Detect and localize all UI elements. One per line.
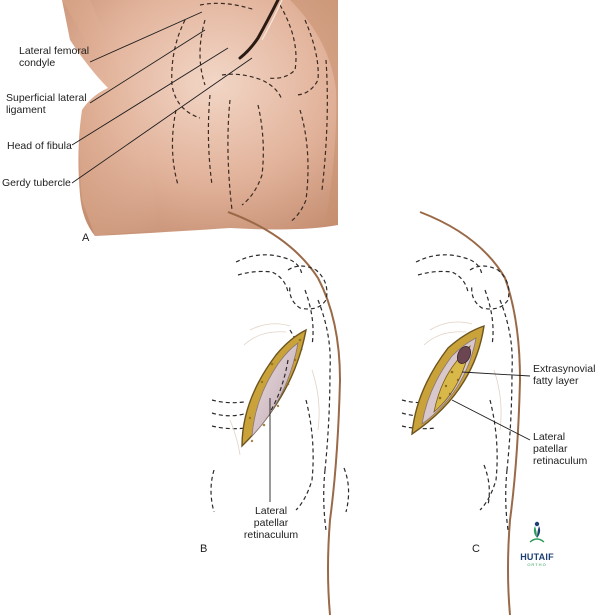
panel-c-limb-outline <box>419 211 522 615</box>
panel-a-label: A <box>82 232 90 244</box>
label-lateral-femoral-condyle: Lateral femoral condyle <box>19 45 90 69</box>
leader-head-of-fibula <box>71 47 229 146</box>
leader-gerdy-tubercle <box>71 57 253 184</box>
logo-subtitle: ORTHO <box>527 562 547 567</box>
panel-c-synovium <box>456 346 472 364</box>
leader-lateral-femoral-condyle <box>89 11 203 63</box>
label-superficial-lateral-ligament: Superficial lateral ligament <box>6 92 87 116</box>
panel-b-drawing <box>210 211 350 615</box>
panel-c-label: C <box>472 543 480 555</box>
label-extrasynovial-fatty-layer: Extrasynovial fatty layer <box>533 363 596 387</box>
leader-panel-c-retinaculum <box>451 399 531 441</box>
hutaif-logo-mark <box>529 521 545 543</box>
panel-a-drawing <box>62 0 338 236</box>
panel-b-limb-outline <box>227 211 342 615</box>
leader-superficial-lateral-ligament <box>89 29 206 104</box>
logo-name: HUTAIF <box>520 552 554 562</box>
hutaif-logo: HUTAIF ORTHO <box>512 530 562 570</box>
panel-a-incision <box>238 0 280 60</box>
label-gerdy-tubercle: Gerdy tubercle <box>2 177 71 189</box>
label-panel-c-lateral-patellar-retinaculum: Lateral patellar retinaculum <box>533 431 588 467</box>
panel-c-drawing <box>401 211 531 615</box>
panel-b-label: B <box>200 543 208 555</box>
panel-b-retinaculum <box>251 342 299 438</box>
label-panel-b-lateral-patellar-retinaculum: Lateral patellar retinaculum <box>243 505 299 541</box>
leader-extrasynovial-fatty-layer <box>461 371 531 377</box>
label-head-of-fibula: Head of fibula <box>7 140 72 152</box>
